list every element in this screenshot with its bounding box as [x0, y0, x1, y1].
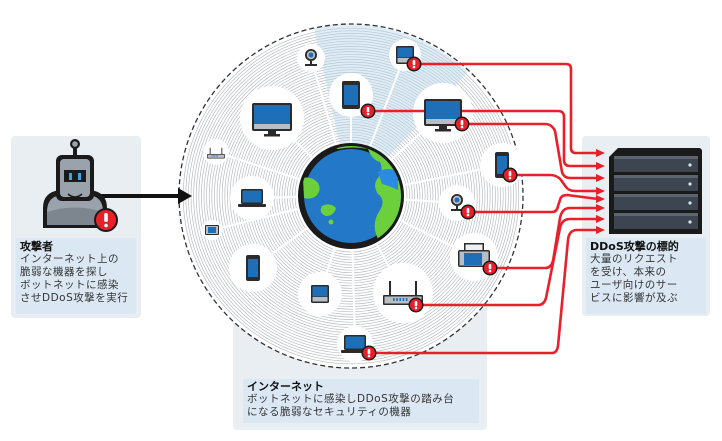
- attack-line: [468, 193, 599, 214]
- router-icon: [383, 281, 424, 313]
- target-description: 大量のリクエスト を受け、本来の ユーザ向けのサー ビスに影響が及ぶ: [590, 253, 678, 304]
- arrowhead: [596, 226, 605, 234]
- arrowhead: [596, 162, 605, 170]
- desktop-pc-icon: [396, 46, 422, 72]
- internet-description: ボットネットに感染しDDoS攻撃の踏み台 になる脆弱なセキュリティの機器: [247, 393, 455, 418]
- printer-small-icon: [205, 225, 219, 235]
- attacker-title: 攻撃者: [20, 240, 53, 253]
- server-unit: [614, 156, 698, 172]
- alert-badge-icon: [454, 116, 470, 132]
- spoke: [310, 57, 338, 147]
- tablet-icon: [342, 81, 376, 119]
- attacker-caption: 攻撃者 インターネット上の 脆弱な機器を探し ボットネットに感染 させDDoS攻…: [16, 238, 136, 314]
- desktop-pc-icon: [311, 285, 329, 303]
- alert-badge-icon: [408, 297, 424, 313]
- server-icon: [609, 148, 702, 234]
- router-icon: [207, 147, 225, 159]
- attack-line: [462, 122, 598, 180]
- attack-line: [414, 62, 598, 155]
- attacker-robot-icon: [43, 139, 118, 232]
- attack-line: [369, 228, 598, 355]
- attack-line: [416, 217, 598, 307]
- arrowhead: [596, 195, 605, 203]
- target-caption: DDoS攻撃の標的 大量のリクエスト を受け、本来の ユーザ向けのサー ビスに影…: [586, 238, 706, 314]
- target-title: DDoS攻撃の標的: [590, 240, 679, 253]
- printer-icon: [458, 243, 498, 276]
- arrowhead: [596, 204, 605, 212]
- alert-badge-icon: [94, 208, 118, 232]
- alert-badge-icon: [361, 345, 377, 361]
- device-bubble: [203, 139, 229, 165]
- device-bubble: [373, 263, 433, 323]
- devices: [205, 46, 518, 361]
- arrowhead: [596, 187, 605, 195]
- server-unit: [614, 175, 698, 191]
- alert-badge-icon: [360, 103, 376, 119]
- server-unit: [614, 213, 698, 229]
- attacker-description: インターネット上の 脆弱な機器を探し ボットネットに感染 させDDoS攻撃を実行: [20, 253, 129, 304]
- alert-badge-icon: [482, 260, 498, 276]
- alert-badge-icon: [502, 167, 518, 183]
- attacker-arrow: [98, 188, 192, 204]
- globe-icon: [298, 143, 404, 249]
- laptop-icon: [341, 335, 377, 361]
- attack-line: [510, 173, 598, 193]
- internet-title: インターネット: [247, 380, 324, 393]
- laptop-icon: [238, 189, 266, 207]
- attack-arrowheads: [596, 149, 605, 234]
- arrowhead: [596, 215, 605, 223]
- spoke: [368, 54, 406, 148]
- arrowhead: [596, 149, 605, 157]
- spoke: [215, 151, 302, 181]
- attack-lines: [369, 62, 599, 355]
- alert-badge-icon: [460, 204, 476, 220]
- imac-icon: [424, 99, 470, 132]
- attack-line: [369, 109, 598, 168]
- smartphone-icon: [495, 152, 518, 183]
- internet-caption: インターネット ボットネットに感染しDDoS攻撃の踏み台 になる脆弱なセキュリテ…: [243, 379, 479, 423]
- smartphone-icon: [246, 255, 260, 281]
- arrowhead: [596, 174, 605, 182]
- webcam-icon: [451, 194, 476, 220]
- webcam-icon: [305, 49, 317, 66]
- monitor-icon: [252, 103, 292, 137]
- alert-badge-icon: [406, 56, 422, 72]
- server-unit: [614, 194, 698, 210]
